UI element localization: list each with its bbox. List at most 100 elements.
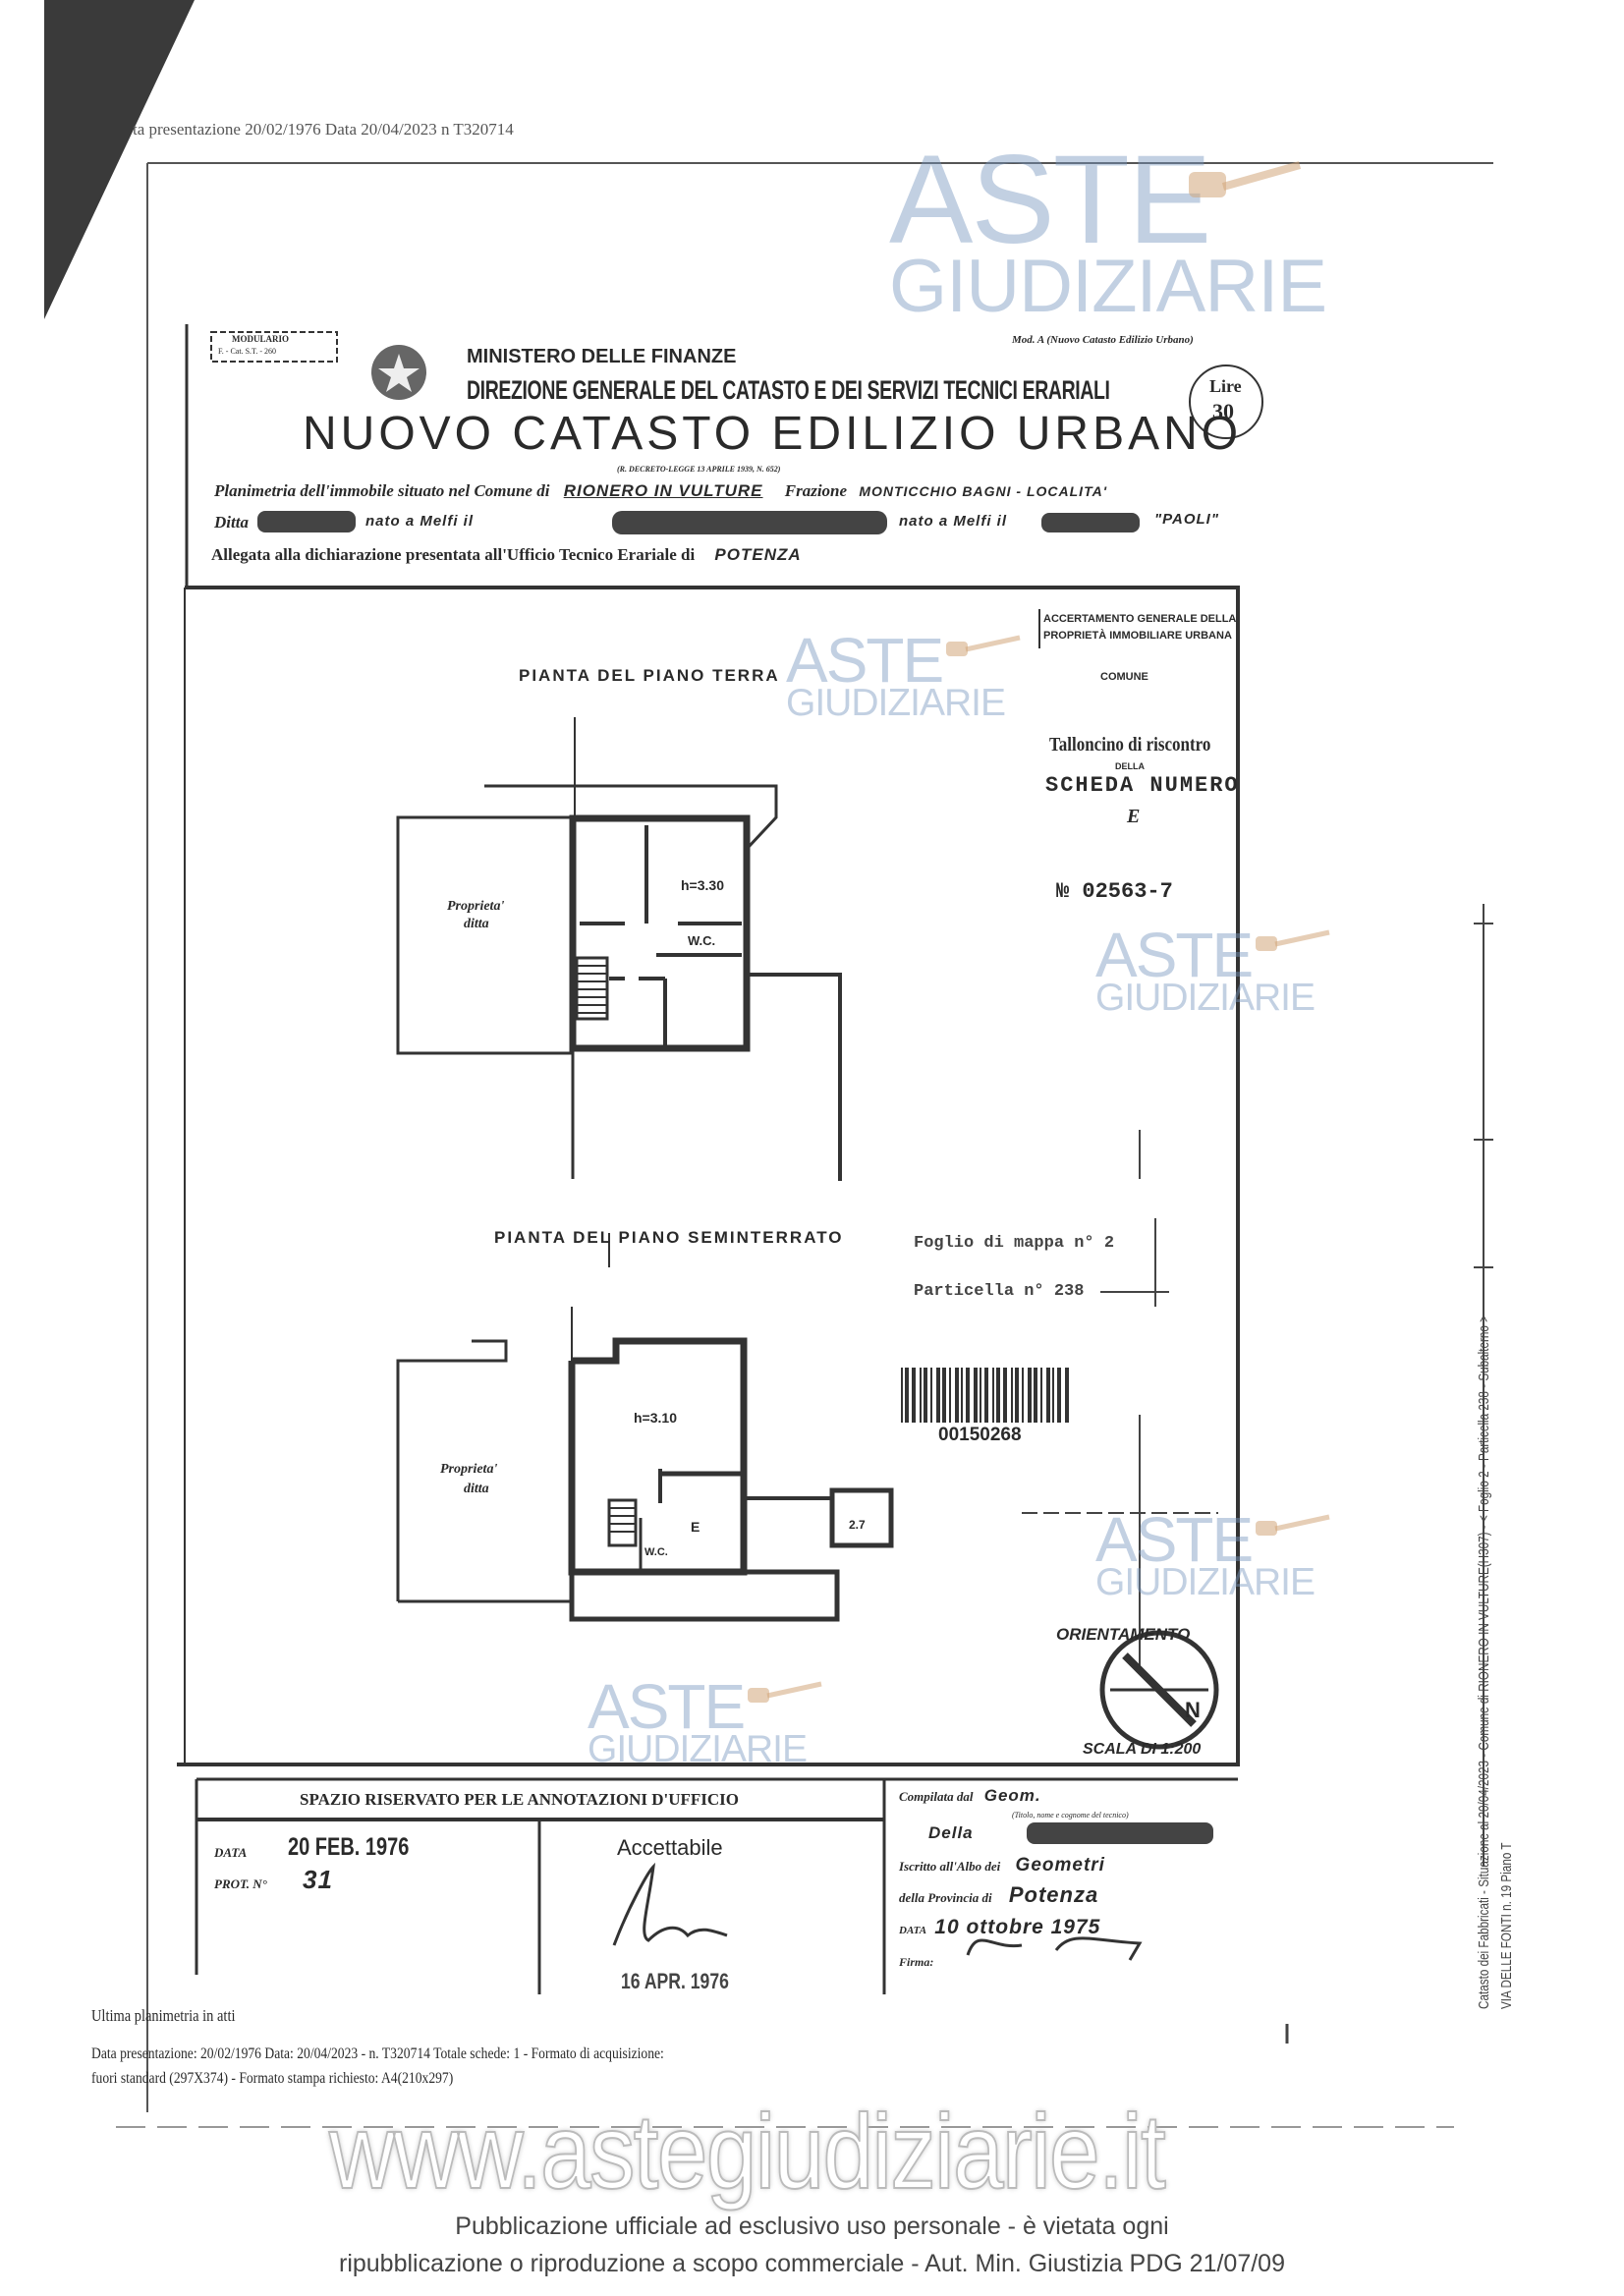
website-watermark: www.astegiudiziarie.it [328, 2092, 1166, 2211]
office-date-value: 20 FEB. 1976 [288, 1833, 410, 1861]
firma-label: Firma: [899, 1955, 934, 1969]
modulario-label: MODULARIO [232, 334, 289, 344]
publication-notice-2: ripubblicazione o riproduzione a scopo c… [339, 2250, 1285, 2277]
footer-line-3: fuori standard (297X374) - Formato stamp… [91, 2070, 454, 2087]
barcode-bar [955, 1368, 959, 1423]
accepted-stamp-date: 16 APR. 1976 [621, 1969, 729, 1993]
barcode [901, 1368, 1069, 1423]
office-prot-label: PROT. N° [214, 1876, 267, 1891]
barcode-bar [1057, 1368, 1061, 1423]
compass-icon [1099, 1630, 1219, 1750]
model-label: Mod. A (Nuovo Catasto Edilizio Urbano) [1012, 334, 1194, 346]
barcode-bar [930, 1368, 932, 1423]
map-lines [1022, 904, 1493, 2044]
watermark-logo: ASTE GIUDIZIARIE [588, 1671, 822, 1770]
stamp-lire: Lire [1209, 376, 1242, 396]
barcode-bar [1022, 1368, 1024, 1423]
frazione-label: Frazione [784, 481, 848, 500]
ministry-name: MINISTERO DELLE FINANZE [467, 346, 737, 367]
emblem-icon [371, 345, 426, 400]
localita-value: "PAOLI" [1154, 511, 1219, 528]
scan-header: ta presentazione 20/02/1976 Data 20/04/2… [133, 120, 514, 139]
office-header: SPAZIO RISERVATO PER LE ANNOTAZIONI D'UF… [300, 1790, 739, 1809]
footer-line-2: Data presentazione: 20/02/1976 Data: 20/… [91, 2045, 664, 2062]
barcode-bar [1034, 1368, 1037, 1423]
scan-shadow [44, 0, 195, 319]
barcode-bar [992, 1368, 994, 1423]
office-box-lines [195, 1777, 1238, 1994]
particella-label: Particella n° 238 [914, 1282, 1085, 1301]
basement-title: PIANTA DEL PIANO SEMINTERRATO [494, 1228, 844, 1247]
barcode-bar [1011, 1368, 1013, 1423]
publication-notice-1: Pubblicazione ufficiale ad esclusivo uso… [455, 2212, 1169, 2240]
barcode-bar [1003, 1368, 1007, 1423]
side-line-2: VIA DELLE FONTI n. 19 Piano T [1498, 1842, 1515, 2009]
provincia-label: della Provincia di [899, 1890, 992, 1905]
stamp-value: 30 [1212, 399, 1234, 423]
barcode-bar [1040, 1368, 1042, 1423]
comune-value: RIONERO IN VULTURE [563, 481, 763, 500]
barcode-bar [912, 1368, 916, 1423]
ground-floor-title: PIANTA DEL PIANO TERRA [519, 666, 780, 685]
barcode-bar [1052, 1368, 1054, 1423]
barcode-bar [942, 1368, 946, 1423]
watermark-aste: ASTE [588, 1671, 746, 1742]
watermark-logo: ASTE GIUDIZIARIE [889, 138, 1327, 328]
form-box [177, 324, 1263, 1766]
ground-property-2: ditta [464, 917, 489, 931]
scheda-letter: E [1127, 806, 1141, 827]
barcode-bar [905, 1368, 909, 1423]
barcode-bar [936, 1368, 940, 1423]
albo-value: Geometri [1015, 1855, 1105, 1876]
barcode-bar [901, 1368, 903, 1423]
redactions [257, 511, 1213, 1844]
decree-ref: (R. DECRETO-LEGGE 13 APRILE 1939, N. 652… [617, 465, 781, 474]
ground-floor-plan [396, 717, 842, 1181]
basement-property-2: ditta [464, 1482, 489, 1496]
watermark-giudiziarie: GIUDIZIARIE [588, 1728, 808, 1770]
barcode-bar [961, 1368, 963, 1423]
talloncino-comune: COMUNE [1100, 671, 1148, 683]
basement-wc: W.C. [644, 1546, 668, 1558]
gavel-icon [1256, 929, 1330, 951]
ground-height: h=3.30 [681, 877, 724, 893]
north-label: N [1185, 1698, 1201, 1722]
compiled-by-label: Compilata dal [899, 1789, 974, 1804]
barcode-bar [920, 1368, 922, 1423]
barcode-bar [1065, 1368, 1069, 1423]
barcode-bar [996, 1368, 1000, 1423]
ufficio-value: POTENZA [714, 545, 802, 564]
ground-property-1: Proprieta' [447, 899, 505, 914]
ditta-born-2: nato a Melfi il [899, 513, 1008, 530]
accettabile-label: Accettabile [617, 1835, 723, 1860]
watermark-giudiziarie: GIUDIZIARIE [889, 245, 1327, 328]
ditta-born-1: nato a Melfi il [365, 513, 475, 530]
office-date-label: DATA [214, 1845, 248, 1860]
signature-compiler [966, 1936, 1143, 1961]
scheda-numero: SCHEDA NUMERO [1045, 773, 1240, 798]
ditta-label: Ditta [214, 513, 249, 532]
direction-name: DIREZIONE GENERALE DEL CATASTO E DEI SER… [467, 375, 1110, 405]
compiled-della: Della [928, 1823, 974, 1842]
gavel-icon [1256, 1514, 1330, 1536]
compiled-title-hint: (Titolo, nome e cognome del tecnico) [1012, 1811, 1129, 1820]
form-title: NUOVO CATASTO EDILIZIO URBANO [303, 408, 1243, 460]
watermark-aste: ASTE [786, 625, 944, 696]
provincia-value: Potenza [1008, 1882, 1099, 1907]
barcode-bar [1015, 1368, 1019, 1423]
barcode-bar [1028, 1368, 1032, 1423]
frazione-value: MONTICCHIO BAGNI - LOCALITA' [859, 483, 1108, 499]
orientamento-label: ORIENTAMENTO [1056, 1625, 1191, 1644]
compiled-by-value: Geom. [983, 1786, 1041, 1805]
barcode-bar [980, 1368, 981, 1423]
albo-label: Iscritto all'Albo dei [899, 1859, 1001, 1874]
compiled-date-label: DATA [899, 1925, 926, 1936]
barcode-bar [1046, 1368, 1050, 1423]
gavel-icon [748, 1681, 822, 1703]
gavel-icon [1189, 161, 1302, 197]
ground-wc: W.C. [688, 933, 716, 948]
talloncino-della: DELLA [1115, 761, 1145, 771]
compiled-date-line: DATA 10 ottobre 1975 [899, 1916, 1100, 1939]
barcode-bar [966, 1368, 970, 1423]
